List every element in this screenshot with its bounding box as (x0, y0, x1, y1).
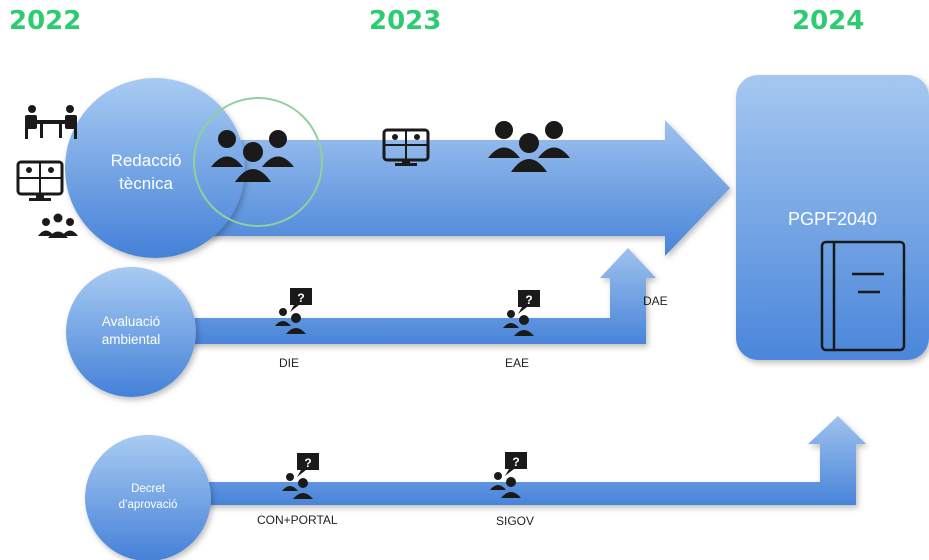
svg-text:?: ? (297, 291, 304, 305)
year-2024: 2024 (792, 6, 865, 36)
milestone-dae: DAE (643, 294, 668, 308)
stage-label-environmental: Avaluació ambiental (101, 314, 161, 348)
milestone-con-portal: CON+PORTAL (257, 513, 338, 527)
svg-text:?: ? (304, 456, 311, 470)
stage-label-drafting: Redacció tècnica (110, 151, 182, 193)
meeting-table-icon (25, 105, 77, 139)
drafting-arrow (205, 120, 730, 256)
group-icon-small (38, 213, 78, 238)
question-person-icon-eae: ? (503, 290, 540, 336)
drafting-circle (65, 78, 245, 258)
group-icon-large-1 (211, 130, 294, 182)
environmental-arrow (185, 248, 656, 344)
milestone-sigov: SIGOV (496, 514, 535, 528)
highlight-ring (193, 97, 323, 227)
stage-label-approval: Decret d’aprovació (118, 483, 178, 511)
target-box (736, 75, 929, 360)
target-label: PGPF2040 (787, 209, 878, 229)
environmental-circle (66, 267, 196, 397)
approval-circle (85, 435, 211, 560)
video-conference-icon-middle (382, 128, 430, 166)
year-2022: 2022 (9, 6, 82, 36)
group-icon-large-2 (488, 121, 570, 172)
year-2023: 2023 (369, 6, 442, 36)
approval-arrow (170, 416, 866, 505)
question-person-icon-die: ? (275, 288, 312, 334)
question-person-icon-con-portal: ? (282, 453, 319, 499)
book-icon (820, 240, 906, 352)
svg-text:?: ? (525, 293, 532, 307)
milestone-eae: EAE (505, 356, 530, 370)
svg-text:?: ? (512, 455, 519, 469)
question-person-icon-sigov: ? (490, 452, 527, 498)
milestone-die: DIE (279, 356, 300, 370)
video-conference-icon-left (16, 160, 64, 201)
